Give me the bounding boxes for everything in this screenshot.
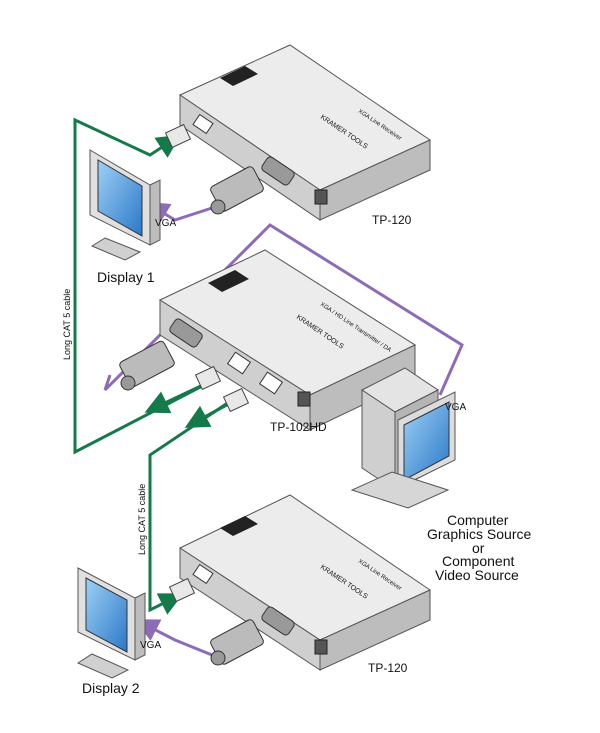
model-label-top: TP-120: [372, 213, 412, 227]
svg-text:Video Source: Video Source: [435, 567, 519, 583]
vga-label-source: VGA: [445, 402, 466, 413]
monitor-display2-icon: [76, 567, 146, 679]
model-label-transmitter: TP-102HD: [270, 420, 327, 434]
xga-in-port: [169, 318, 203, 348]
xga-out-port: [261, 606, 295, 636]
out1-port: [226, 351, 252, 375]
vga-connector-icon: [210, 619, 264, 666]
cat5-label-mid: Long CAT 5 cable: [137, 484, 147, 555]
line-in-port: [192, 113, 214, 135]
computer-source-icon: [350, 367, 456, 509]
cat5-arrow-out1: [144, 382, 206, 414]
cat5-label-left: Long CAT 5 cable: [62, 289, 72, 360]
svg-text:Computer: Computer: [447, 512, 509, 528]
vga-connector-icon: [119, 340, 175, 391]
rj45-connector-icon: [168, 577, 196, 603]
svg-text:Component: Component: [442, 553, 514, 569]
vga-label-display2: VGA: [140, 640, 161, 651]
svg-text:Graphics Source: Graphics Source: [427, 526, 531, 542]
xga-out-port: [261, 156, 295, 186]
power-port: [314, 639, 328, 655]
vga-label-display1: VGA: [155, 218, 176, 229]
transmitter: KRAMER TOOLS XGA / HD Line Transmitter /…: [158, 249, 417, 431]
monitor-display1-icon: [89, 149, 161, 261]
rj45-connector-icon: [164, 123, 192, 149]
receiver-top: KRAMER TOOLS XGA Line Receiver: [178, 44, 432, 221]
rj45-connector-icon: [194, 365, 222, 391]
vga-cable-source: [103, 223, 464, 396]
kramer-logo-icon: [220, 66, 258, 86]
model-label-bottom: TP-120: [368, 661, 408, 675]
receiver-bottom: KRAMER TOOLS XGA Line Receiver: [178, 494, 432, 671]
display2-label: Display 2: [82, 680, 140, 696]
display1-label: Display 1: [97, 269, 155, 285]
cat5-arrow-out2: [184, 400, 233, 428]
out2-port: [258, 371, 284, 395]
power-port: [314, 189, 328, 205]
rj45-connector-icon: [222, 387, 250, 413]
vga-connector-icon: [210, 166, 264, 215]
line-in-port: [192, 563, 214, 585]
source-label: Computer Graphics Source or Component Vi…: [427, 512, 531, 583]
svg-text:or: or: [472, 540, 485, 556]
kramer-logo-icon: [208, 270, 249, 292]
kramer-logo-icon: [220, 516, 258, 536]
cat5-cable-left: [73, 117, 209, 455]
vga-cable-display2: [134, 619, 213, 657]
power-port: [297, 391, 311, 407]
